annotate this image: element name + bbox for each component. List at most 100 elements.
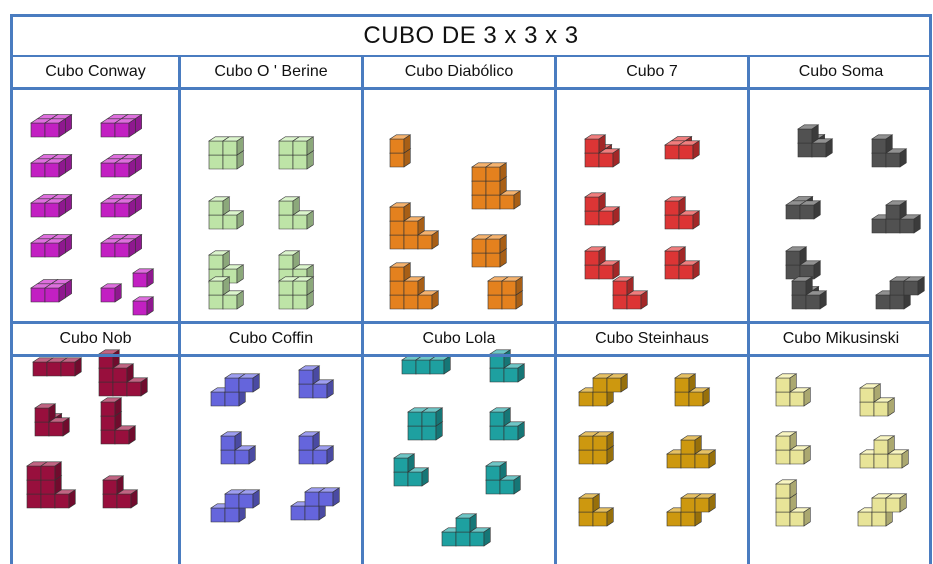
cell-label: Cubo 7 <box>626 63 678 80</box>
puzzle-piece <box>100 283 123 303</box>
puzzle-piece <box>32 357 83 377</box>
cell-cubo7: Cubo 7 <box>557 57 747 321</box>
puzzle-piece <box>389 202 440 250</box>
puzzle-piece <box>26 461 77 509</box>
cell-label: Cubo Soma <box>798 63 884 80</box>
puzzle-piece <box>578 431 615 465</box>
conway-pieces <box>30 114 155 316</box>
divider <box>554 57 557 564</box>
divider <box>361 57 364 564</box>
sheet-title: CUBO DE 3 x 3 x 3 <box>10 14 932 57</box>
puzzle-piece <box>785 196 822 220</box>
puzzle-piece <box>871 134 908 168</box>
puzzle-piece <box>100 154 143 178</box>
puzzle-piece <box>664 246 701 280</box>
puzzle-piece <box>30 279 73 303</box>
puzzle-piece <box>485 461 522 495</box>
cell-coffin: Cubo Coffin <box>181 324 361 564</box>
puzzle-piece <box>298 431 335 465</box>
cell-conway: Cubo Conway <box>13 57 178 321</box>
diabolico-pieces <box>389 134 524 310</box>
puzzle-piece <box>578 493 615 527</box>
puzzle-piece <box>674 373 711 407</box>
cell-label: Cubo Nob <box>59 330 132 347</box>
puzzle-piece <box>278 136 315 170</box>
cell-label: Cubo Conway <box>45 63 146 80</box>
divider <box>13 87 929 90</box>
puzzle-piece <box>30 114 73 138</box>
puzzle-piece <box>875 276 926 310</box>
puzzle-piece <box>100 234 143 258</box>
puzzle-piece <box>407 407 444 441</box>
puzzle-piece <box>401 355 452 375</box>
puzzle-piece <box>389 262 440 310</box>
divider <box>13 354 929 357</box>
puzzle-piece <box>857 493 908 527</box>
puzzle-piece <box>210 373 261 407</box>
puzzle-piece <box>578 373 629 407</box>
cubo7-pieces <box>584 134 701 310</box>
puzzle-piece <box>775 373 812 407</box>
puzzle-piece <box>102 475 139 509</box>
cell-nob: Cubo Nob <box>13 324 178 564</box>
puzzle-piece <box>100 114 143 138</box>
puzzle-piece <box>389 134 412 168</box>
puzzle-piece <box>584 246 621 280</box>
puzzle-piece <box>471 234 508 268</box>
puzzle-piece <box>30 154 73 178</box>
puzzle-piece <box>785 246 822 280</box>
puzzle-piece <box>441 513 492 547</box>
puzzle-piece <box>393 453 430 487</box>
divider <box>747 57 750 564</box>
puzzle-piece <box>666 493 717 527</box>
cell-label: Cubo Lola <box>422 330 496 347</box>
puzzle-piece <box>132 268 155 288</box>
puzzle-piece <box>664 196 701 230</box>
puzzle-piece <box>612 276 649 310</box>
cell-label: Cubo Diabólico <box>404 63 514 80</box>
cell-lola: Cubo Lola <box>364 324 554 564</box>
puzzle-piece <box>208 136 245 170</box>
cell-label: Cubo Mikusinski <box>782 330 900 347</box>
puzzle-piece <box>278 196 315 230</box>
puzzle-piece <box>791 276 828 310</box>
puzzle-piece <box>208 196 245 230</box>
divider <box>13 321 929 324</box>
puzzle-piece <box>664 136 701 160</box>
puzzle-piece <box>30 194 73 218</box>
cell-soma: Cubo Soma <box>750 57 932 321</box>
puzzle-piece <box>775 479 812 527</box>
puzzle-piece <box>871 200 922 234</box>
puzzle-piece <box>797 124 834 158</box>
puzzle-piece <box>132 296 155 316</box>
cell-mikusinski: Cubo Mikusinski <box>750 324 932 564</box>
puzzle-piece <box>34 403 71 437</box>
puzzle-piece <box>30 234 73 258</box>
cell-label: Cubo O ' Berine <box>214 63 328 80</box>
puzzle-piece <box>666 435 717 469</box>
coffin-pieces <box>210 365 341 523</box>
puzzle-piece <box>859 435 910 469</box>
divider <box>178 57 181 564</box>
puzzle-piece <box>584 192 621 226</box>
cell-steinhaus: Cubo Steinhaus <box>557 324 747 564</box>
puzzle-piece <box>859 383 896 417</box>
puzzle-piece <box>290 487 341 521</box>
puzzle-piece <box>278 276 315 310</box>
puzzle-piece <box>487 276 524 310</box>
oberine-pieces <box>208 136 315 310</box>
puzzle-piece <box>100 397 137 445</box>
puzzle-grid: Cubo Conway Cubo O ' Berine Cubo Diabóli… <box>10 57 932 564</box>
puzzle-piece <box>471 162 522 210</box>
puzzle-piece <box>208 276 245 310</box>
cell-label: Cubo Steinhaus <box>595 330 709 347</box>
puzzle-piece <box>98 349 149 397</box>
cell-oberine: Cubo O ' Berine <box>181 57 361 321</box>
puzzle-piece <box>220 431 257 465</box>
puzzle-piece <box>298 365 335 399</box>
lola-pieces <box>393 349 526 547</box>
puzzle-piece <box>210 489 261 523</box>
puzzle-piece <box>775 431 812 465</box>
nob-pieces <box>26 349 149 509</box>
